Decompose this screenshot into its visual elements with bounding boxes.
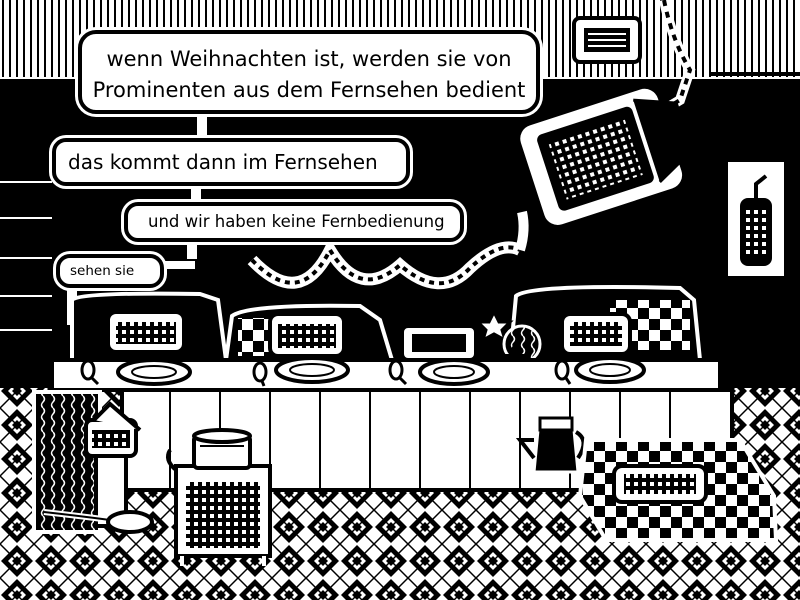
speech-bubble-line-2: Prominenten aus dem Fernsehen bedient [92, 78, 526, 102]
chef-figure [32, 390, 142, 534]
side-table [577, 438, 779, 542]
cooking-pot-icon [192, 428, 252, 470]
ladle-icon [43, 509, 154, 534]
coffee-pot-icon [515, 416, 586, 474]
serving-cart-icon [166, 448, 272, 566]
food-warmer-icon [560, 312, 632, 356]
wall-clock-icon [572, 16, 642, 64]
speech-bubble-see: sehen sie [56, 254, 164, 288]
food-warmer-icon [400, 324, 478, 362]
speech-bubble-on-tv: das kommt dann im Fernsehen [52, 138, 410, 186]
garland [247, 210, 529, 290]
plate-icon [116, 358, 192, 386]
food-warmer-icon [106, 310, 186, 354]
plate-icon [574, 356, 646, 384]
speech-bubble-line-1: wenn Weihnachten ist, werden sie von [106, 47, 512, 71]
plate-icon [274, 356, 350, 384]
spoon-icon [80, 359, 572, 387]
food-warmer-icon [268, 312, 346, 358]
plate-icon [418, 358, 490, 386]
speech-bubble-no-remote: und wir haben keine Fernbedienung [124, 202, 464, 242]
tv-monitor-icon [516, 84, 694, 229]
fire-extinguisher-sign [728, 162, 784, 276]
speech-bubble-christmas-celebrities: wenn Weihnachten ist, werden sie von Pro… [78, 30, 540, 114]
